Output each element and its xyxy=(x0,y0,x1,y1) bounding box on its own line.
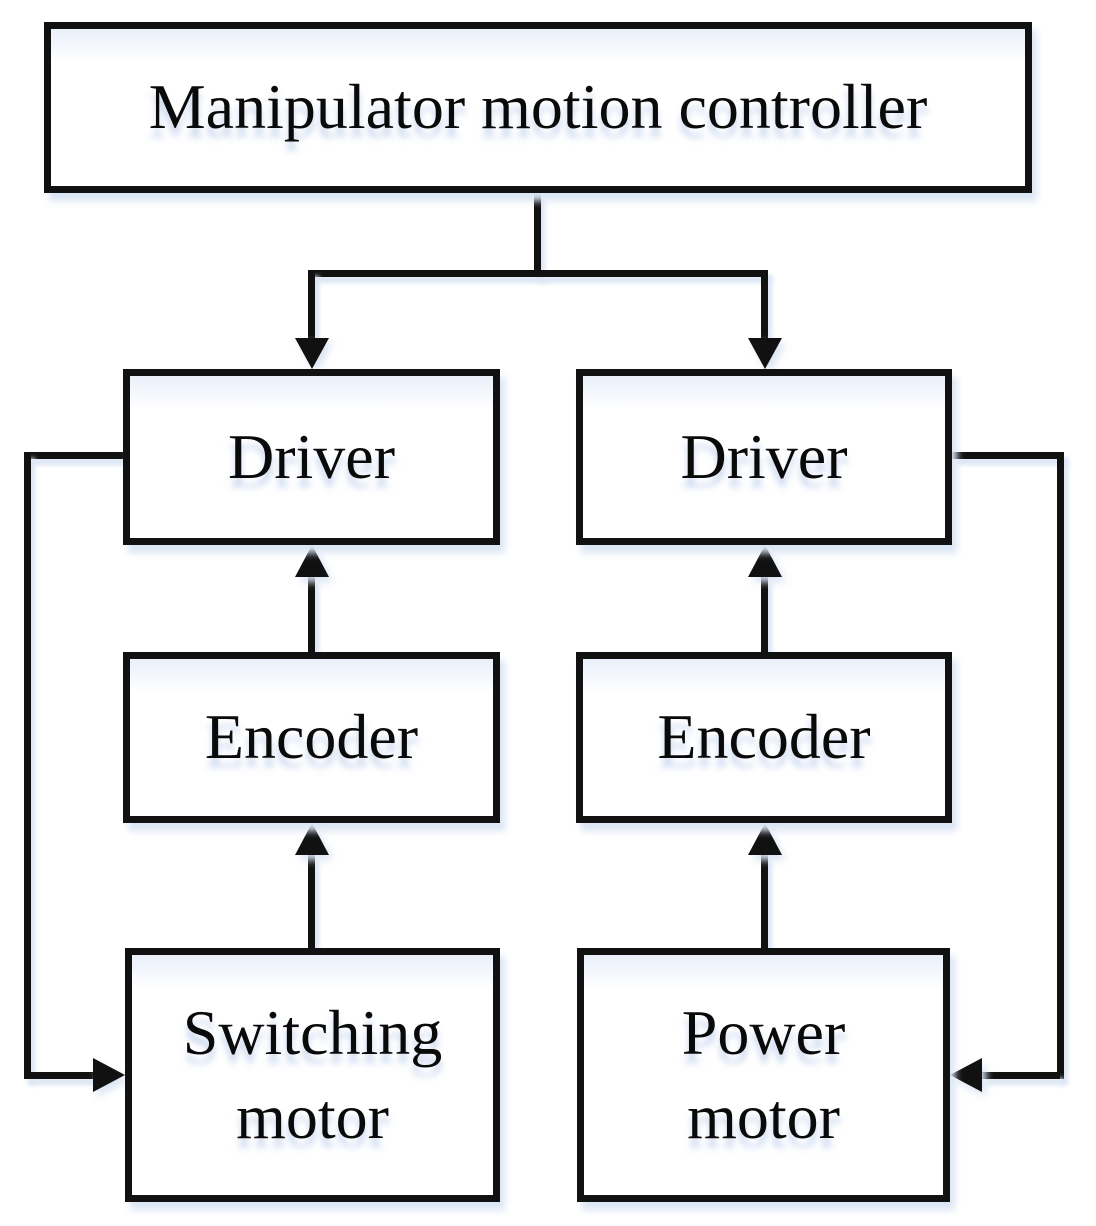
node-encoder-right: Encoder xyxy=(576,652,952,823)
arrowhead-into-driver-left-icon xyxy=(295,338,329,369)
node-driver-right: Driver xyxy=(576,369,952,545)
node-label-power-motor-line1: Power xyxy=(681,996,846,1068)
arrowhead-into-driver-right-icon xyxy=(748,338,782,369)
node-power-motor: Power motor xyxy=(577,948,950,1202)
node-label-switching-motor: Switching motor xyxy=(183,991,443,1160)
node-label-driver-left: Driver xyxy=(227,420,396,492)
node-label-switching-motor-line1: Switching xyxy=(182,996,443,1068)
edge-controller-stem xyxy=(534,193,541,277)
arrowhead-motor-left-to-encoder-icon xyxy=(295,823,329,855)
edge-feedback-left-horizontal-top xyxy=(27,452,123,459)
arrowhead-into-power-motor-icon xyxy=(950,1058,982,1092)
node-label-encoder-left: Encoder xyxy=(204,701,419,773)
arrowhead-motor-right-to-encoder-icon xyxy=(748,823,782,855)
edge-branch-to-driver-left xyxy=(308,270,315,338)
arrowhead-encoder-left-to-driver-icon xyxy=(295,545,329,577)
node-switching-motor: Switching motor xyxy=(125,948,500,1202)
edge-encoder-left-to-driver xyxy=(308,576,315,652)
edge-branch-to-driver-right xyxy=(761,270,768,338)
edge-feedback-left-vertical xyxy=(24,452,31,1079)
node-driver-left: Driver xyxy=(123,369,500,545)
node-label-encoder-right: Encoder xyxy=(657,701,871,773)
edge-feedback-left-horizontal-bottom xyxy=(27,1072,95,1079)
node-label-power-motor: Power motor xyxy=(682,991,846,1160)
edge-power-motor-to-encoder xyxy=(761,854,768,948)
arrowhead-encoder-right-to-driver-icon xyxy=(748,545,782,577)
edge-feedback-right-horizontal-bottom xyxy=(982,1072,1060,1079)
node-label-power-motor-line2: motor xyxy=(687,1081,840,1152)
node-manipulator-motion-controller: Manipulator motion controller xyxy=(44,22,1032,193)
edge-feedback-right-vertical xyxy=(1057,452,1064,1079)
edge-controller-branch xyxy=(308,270,768,277)
edge-encoder-right-to-driver xyxy=(761,576,768,652)
arrowhead-into-switching-motor-icon xyxy=(93,1058,125,1092)
node-label-driver-right: Driver xyxy=(680,420,848,492)
edge-switching-motor-to-encoder xyxy=(308,854,315,948)
node-label-controller: Manipulator motion controller xyxy=(148,71,928,143)
node-label-switching-motor-line2: motor xyxy=(236,1081,389,1152)
edge-feedback-right-horizontal-top xyxy=(952,452,1064,459)
node-encoder-left: Encoder xyxy=(123,652,500,823)
